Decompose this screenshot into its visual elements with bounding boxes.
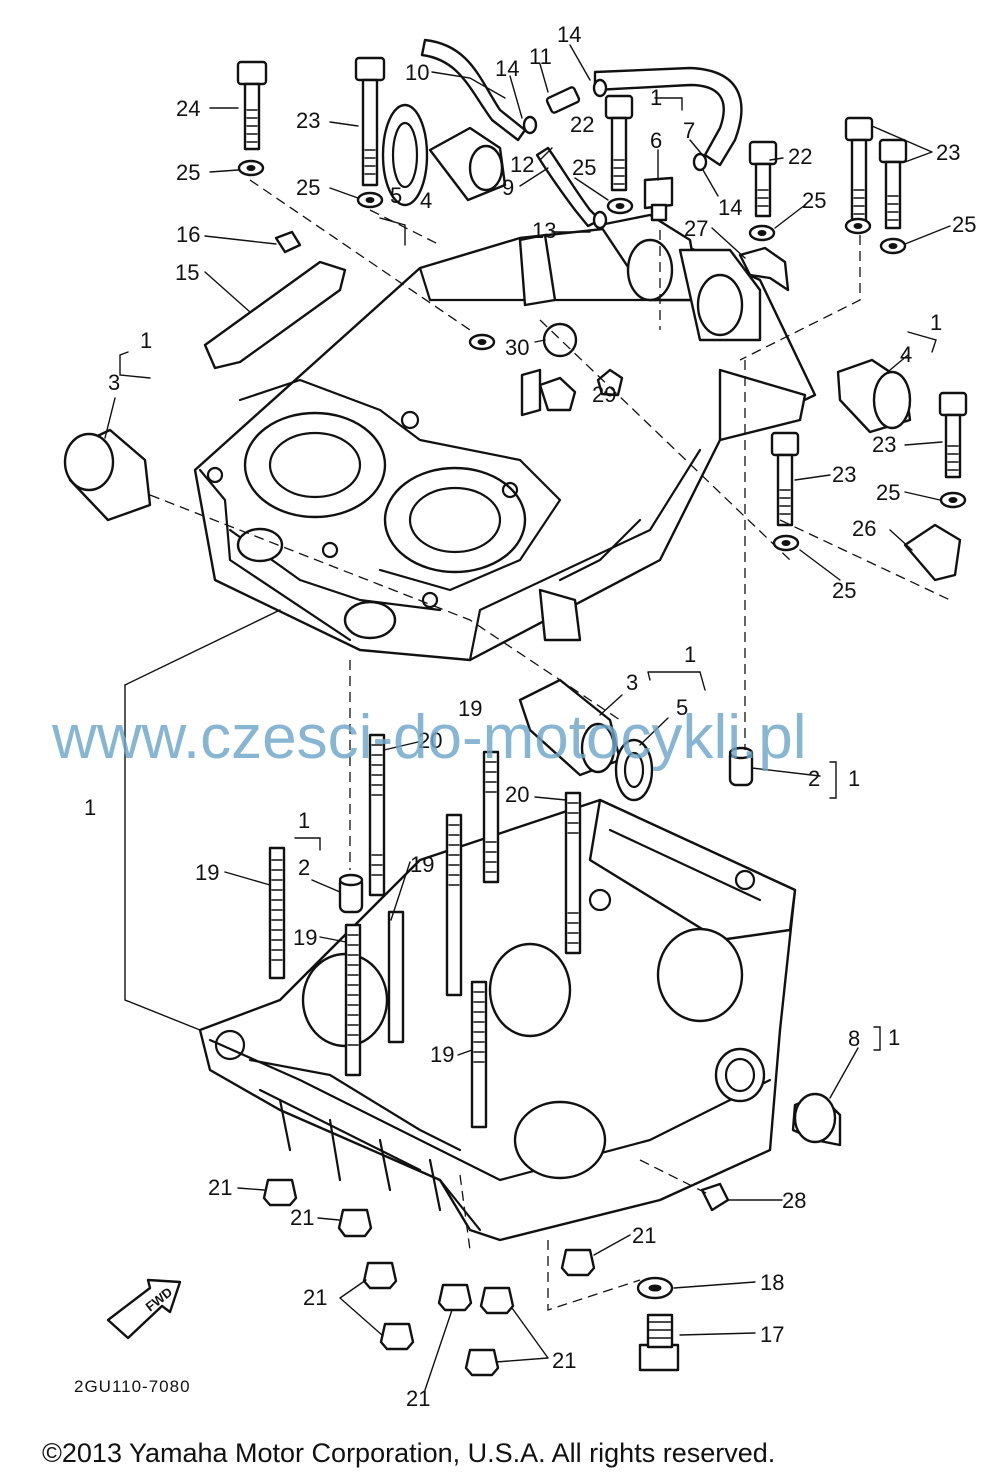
callout-21: 21 xyxy=(552,1348,576,1373)
callout-23: 23 xyxy=(872,432,896,457)
callout-1: 1 xyxy=(84,795,96,820)
callout-21: 21 xyxy=(632,1223,656,1248)
diagram-code: 2GU110-7080 xyxy=(74,1377,191,1396)
callout-22: 22 xyxy=(788,144,812,169)
callout-2: 2 xyxy=(298,855,310,880)
hoses-and-fittings xyxy=(203,38,962,582)
callout-1: 1 xyxy=(684,642,696,667)
callout-25: 25 xyxy=(296,175,320,200)
callout-25: 25 xyxy=(832,578,856,603)
callout-16: 16 xyxy=(176,222,200,247)
callout-5: 5 xyxy=(676,695,688,720)
callout-20: 20 xyxy=(505,782,529,807)
callout-25: 25 xyxy=(572,155,596,180)
callout-26: 26 xyxy=(852,516,876,541)
callout-19: 19 xyxy=(293,925,317,950)
callout-6: 6 xyxy=(650,128,662,153)
callout-2: 2 xyxy=(808,766,820,791)
callout-1: 1 xyxy=(650,85,662,110)
bolts xyxy=(236,56,968,527)
callout-17: 17 xyxy=(760,1322,784,1347)
callout-25: 25 xyxy=(802,188,826,213)
callout-24: 24 xyxy=(176,96,200,121)
flange-nuts xyxy=(262,1178,596,1377)
fwd-arrow-icon: FWD xyxy=(106,1278,182,1340)
callout-4: 4 xyxy=(900,342,912,367)
washers xyxy=(237,159,967,552)
callout-25: 25 xyxy=(952,212,976,237)
callout-10: 10 xyxy=(405,60,429,85)
callout-8: 8 xyxy=(848,1026,860,1051)
callout-13: 13 xyxy=(532,218,556,243)
callout-1: 1 xyxy=(848,766,860,791)
callout-18: 18 xyxy=(760,1270,784,1295)
callout-21: 21 xyxy=(406,1386,430,1411)
watermark: www.czesci-do-motocykli.pl xyxy=(51,703,807,772)
lower-crankcase xyxy=(198,798,797,1242)
callout-11: 11 xyxy=(529,44,552,69)
callout-25: 25 xyxy=(176,160,200,185)
callout-labels: 1 1 1 1 1 1 1 1 2 2 3 3 4 4 5 5 6 7 8 9 … xyxy=(84,22,976,1411)
callout-1: 1 xyxy=(888,1025,900,1050)
upper-crankcase xyxy=(193,213,817,662)
callout-23: 23 xyxy=(832,462,856,487)
callout-19: 19 xyxy=(458,696,482,721)
callout-5: 5 xyxy=(390,183,402,208)
callout-7: 7 xyxy=(683,118,695,143)
leader-lines xyxy=(104,44,951,1391)
callout-21: 21 xyxy=(208,1175,232,1200)
callout-14: 14 xyxy=(557,22,581,47)
callout-14: 14 xyxy=(495,56,519,81)
callout-30: 30 xyxy=(505,335,529,360)
callout-15: 15 xyxy=(175,260,199,285)
callout-23: 23 xyxy=(296,108,320,133)
callout-3: 3 xyxy=(108,370,120,395)
callout-29: 29 xyxy=(592,382,616,407)
callout-19: 19 xyxy=(430,1042,454,1067)
callout-23: 23 xyxy=(936,140,960,165)
callout-21: 21 xyxy=(303,1285,327,1310)
callout-19: 19 xyxy=(195,860,219,885)
callout-28: 28 xyxy=(782,1188,806,1213)
callout-4: 4 xyxy=(420,188,432,213)
callout-21: 21 xyxy=(290,1205,314,1230)
callout-12: 12 xyxy=(510,152,534,177)
callout-27: 27 xyxy=(684,216,708,241)
callout-20: 20 xyxy=(418,728,442,753)
callout-25: 25 xyxy=(876,480,900,505)
drain-plug-and-nuts xyxy=(262,1178,730,1377)
callout-22: 22 xyxy=(570,112,594,137)
callout-19: 19 xyxy=(410,852,434,877)
copyright-notice: ©2013 Yamaha Motor Corporation, U.S.A. A… xyxy=(42,1438,775,1468)
assembly-brackets xyxy=(119,97,951,1311)
callout-1: 1 xyxy=(140,328,152,353)
callout-14: 14 xyxy=(718,195,742,220)
callout-1: 1 xyxy=(298,808,310,833)
callout-1: 1 xyxy=(930,310,942,335)
callout-9: 9 xyxy=(502,175,514,200)
crankcase-studs xyxy=(268,733,582,1129)
callout-3: 3 xyxy=(626,670,638,695)
